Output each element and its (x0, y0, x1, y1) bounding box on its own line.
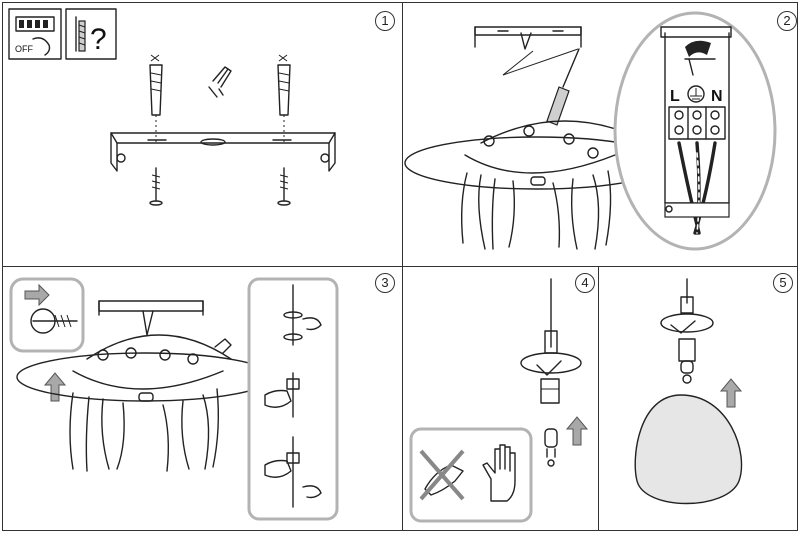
step-2-drawing: L N (404, 11, 777, 251)
screws-icon (208, 66, 232, 98)
step-number-5: 5 (773, 273, 793, 293)
mounting-bracket (474, 26, 582, 50)
up-arrow-icon (565, 416, 589, 446)
panel-step-5: 5 (598, 266, 798, 531)
wall-plug-icon (149, 54, 163, 143)
glass-shade (634, 394, 743, 505)
mounting-bracket (110, 132, 336, 172)
step-1-drawing: OFF ? (8, 8, 336, 206)
screw-icon (149, 167, 163, 206)
step-5-drawing (634, 278, 743, 505)
live-label: L (670, 88, 680, 105)
screwdriver-icon (546, 48, 580, 126)
step-number-1: 1 (375, 11, 395, 31)
screw-icon (214, 338, 232, 354)
hanging-cables (460, 170, 612, 250)
step-number-4: 4 (575, 273, 595, 293)
bulb-icon (544, 428, 558, 467)
canopy-cup (520, 330, 582, 376)
question-mark: ? (90, 23, 107, 56)
gloves-inset (409, 427, 533, 523)
up-arrow-icon (719, 378, 743, 408)
breaker-switch-icon (8, 8, 62, 60)
panel-step-4: 4 (402, 266, 600, 531)
terminal-block-inset (613, 11, 777, 251)
step-number-3: 3 (375, 273, 395, 293)
glove-icon (482, 444, 516, 502)
neutral-label: N (711, 88, 723, 105)
screw-icon (277, 167, 291, 206)
step-number-2: 2 (777, 11, 797, 31)
panel-step-3: 3 (2, 266, 404, 531)
step-3-drawing (9, 277, 339, 521)
up-arrow-icon (43, 372, 67, 402)
hanging-cables (69, 388, 220, 472)
step-4-drawing (409, 278, 589, 523)
no-bare-hands-icon (419, 449, 465, 501)
lamp-socket (540, 378, 560, 404)
mounting-bracket (98, 300, 204, 336)
wall-plug-icon (277, 54, 291, 143)
panel-step-1: OFF ? (2, 2, 404, 268)
panel-step-2: L N 2 (402, 2, 798, 268)
off-label: OFF (15, 44, 33, 54)
screw-question-icon (65, 8, 117, 60)
lamp-socket-with-bulb (678, 338, 696, 384)
screw-inset (9, 277, 85, 353)
canopy-cup (660, 296, 714, 334)
cable-adjust-inset (247, 277, 339, 521)
